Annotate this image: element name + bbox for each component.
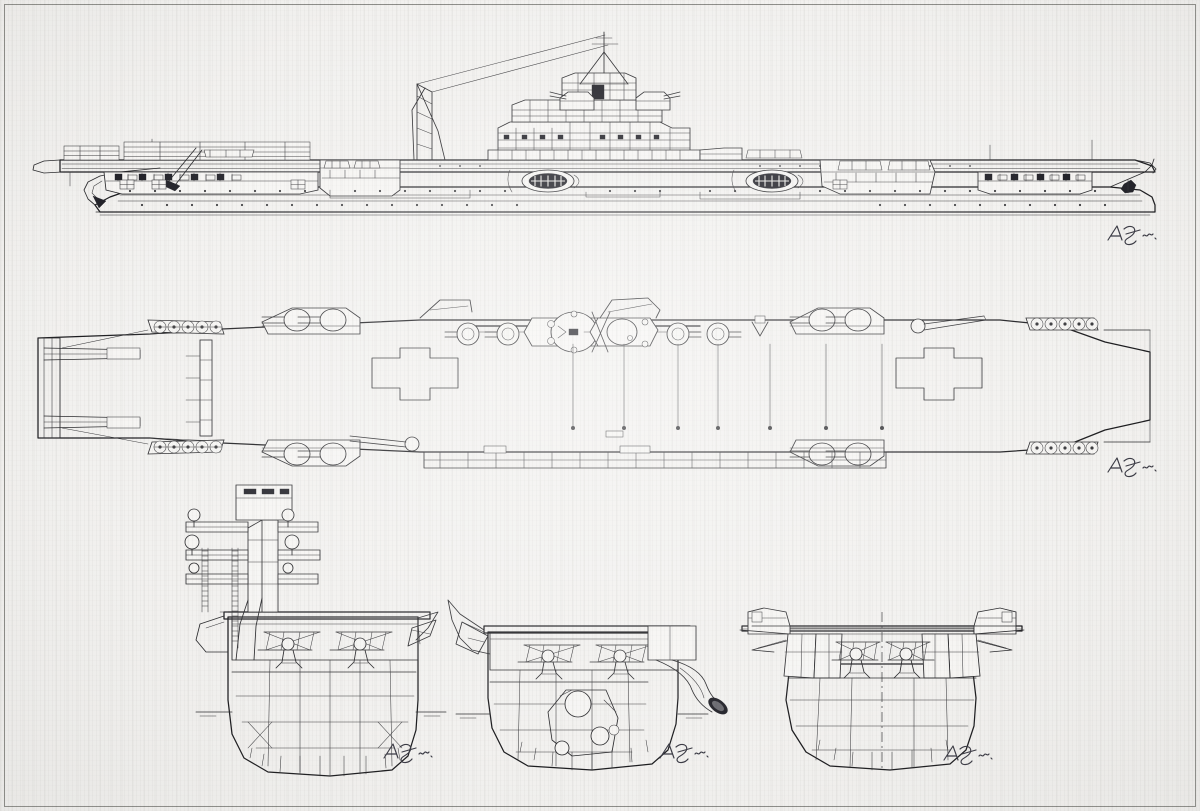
bow-aa-gallery-port (1025, 441, 1099, 455)
mast-ladder-2 (231, 547, 239, 649)
island-gun-mount-fwd (635, 91, 681, 111)
flight-deck-edge-rivets (439, 165, 971, 167)
island-plan (419, 297, 742, 354)
hull-side-doors (119, 179, 848, 190)
gun-house-port (739, 607, 843, 679)
gun-house-stbd (921, 607, 1025, 679)
stern-anchor (1121, 180, 1136, 193)
cross-section-through-gun-sponsons (739, 607, 1025, 771)
aft-gun-gallery (103, 171, 319, 195)
stern-transverse-structure (185, 339, 213, 437)
biplane-section-a-1 (257, 631, 321, 669)
catapult-tracks (43, 347, 141, 429)
bow-anchor (1120, 179, 1137, 194)
boiler-intake-grille-aft (507, 169, 580, 193)
island-aa-tubs (444, 322, 742, 346)
hull-porthole-row-lower (140, 203, 1107, 207)
cross-section-amidships (447, 599, 728, 771)
island-mast-section (184, 484, 321, 661)
bow-aa-gallery-stbd (1025, 317, 1099, 331)
machinery-space (489, 669, 649, 771)
forward-gun-gallery (977, 139, 1093, 195)
sheet-border (4, 4, 1196, 807)
aircraft-elevator-fwd (895, 347, 983, 401)
stern-aa-gallery-port (147, 439, 225, 455)
signature-section-a (383, 743, 433, 764)
biplane-section-c-2 (885, 641, 935, 679)
port-deck-planking (423, 430, 887, 469)
searchlight-platforms (184, 508, 321, 585)
cross-section-through-island (184, 484, 447, 777)
biplane-section-c-1 (831, 641, 881, 679)
boiler-intake-grille-fwd (731, 169, 804, 193)
funnel-uptake (647, 625, 728, 715)
signature-plan (1107, 457, 1157, 478)
signature-section-b (659, 743, 709, 764)
biplane-section-b-2 (589, 644, 653, 680)
signature-profile (1107, 225, 1157, 246)
signature-section-c (943, 745, 993, 766)
biplane-section-b-1 (517, 644, 581, 680)
turret-sponson-port-aft (261, 439, 361, 467)
island-gun-mount-aft (549, 91, 595, 111)
deck-crane (910, 315, 987, 334)
turret-sponson-stbd-fwd (789, 307, 885, 335)
folding-radio-mast (411, 34, 609, 161)
mast-ladder (201, 547, 209, 613)
aircraft-elevator-aft (371, 347, 459, 401)
aft-boat-deck (319, 159, 401, 197)
starboard-profile-view (32, 31, 1157, 246)
hull-porthole-row-upper (128, 189, 1097, 193)
deck-crane-aft (349, 435, 420, 452)
stern-aa-gallery-stbd (147, 319, 225, 335)
biplane-section-a-2 (329, 631, 393, 669)
island-superstructure (487, 31, 701, 161)
arrester-wire-markers (571, 343, 884, 430)
forward-deck-structures (699, 147, 936, 195)
mast-plan-marker (751, 315, 769, 337)
turret-sponson-port-fwd (789, 439, 885, 467)
turret-sponson-stbd-aft (261, 307, 361, 335)
flight-deck-plan-view (37, 297, 1157, 478)
